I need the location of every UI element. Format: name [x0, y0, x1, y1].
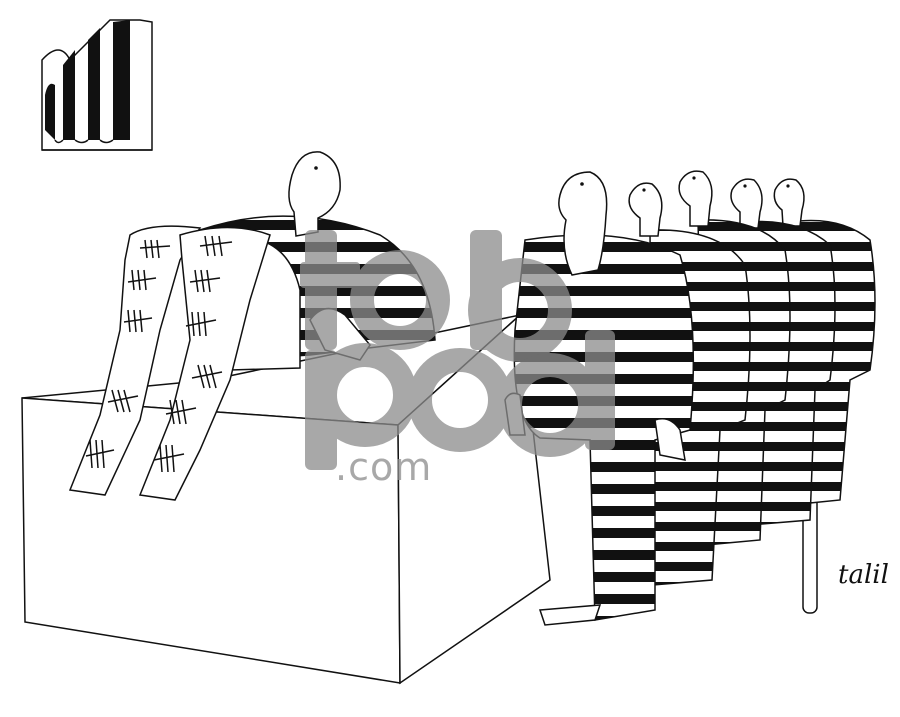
watermark-domain: .com [335, 445, 433, 489]
artist-signature: talil [838, 560, 889, 590]
prison-window [41, 19, 153, 151]
watermark-logo [300, 230, 615, 470]
tally-scroll-left [68, 225, 202, 496]
tally-scroll-right [138, 226, 271, 501]
